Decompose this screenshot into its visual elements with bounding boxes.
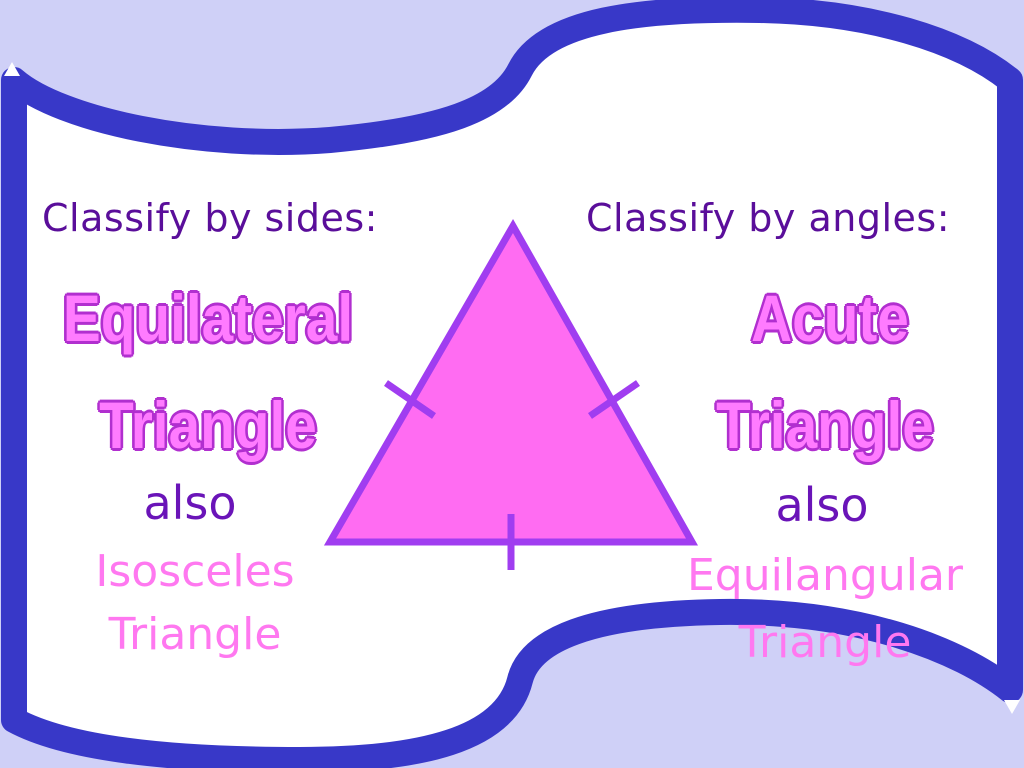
tick-mark-right bbox=[588, 380, 640, 419]
right-heading: Classify by angles: bbox=[585, 196, 951, 240]
left-label-line2: Triangle bbox=[99, 388, 317, 462]
left-alt-line1: Isosceles bbox=[95, 546, 295, 597]
left-also: also bbox=[143, 476, 237, 530]
right-also: also bbox=[775, 478, 869, 532]
right-alt-line1: Equilangular bbox=[686, 550, 963, 601]
corner-arrow-icon bbox=[4, 62, 20, 76]
right-label-line2: Triangle bbox=[716, 388, 934, 462]
corner-arrow-icon bbox=[1004, 700, 1020, 714]
right-label-line1: Acute bbox=[751, 281, 909, 355]
left-heading: Classify by sides: bbox=[42, 196, 378, 240]
left-label-line1: Equilateral bbox=[62, 281, 354, 355]
right-alt-line2: Triangle bbox=[738, 617, 912, 668]
left-alt-line2: Triangle bbox=[108, 609, 282, 660]
tick-mark-left bbox=[384, 380, 436, 419]
